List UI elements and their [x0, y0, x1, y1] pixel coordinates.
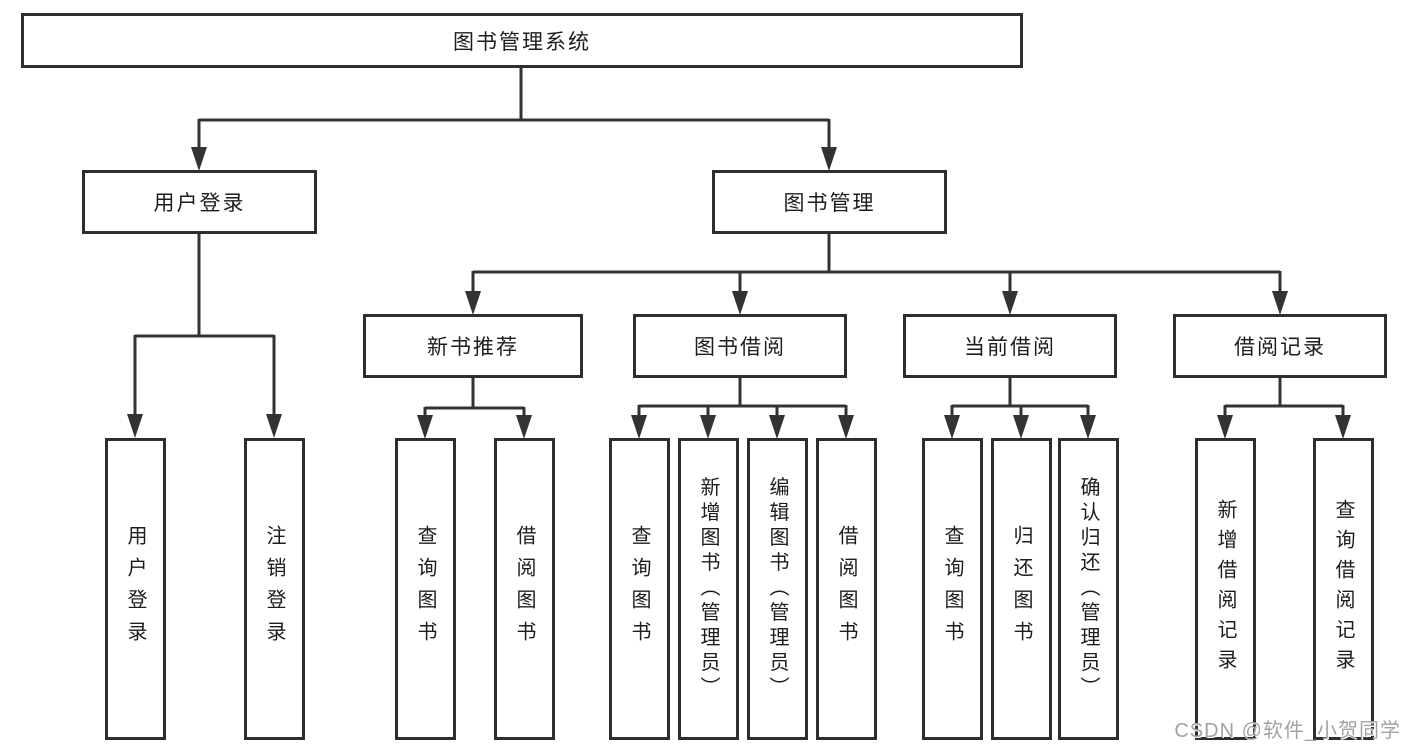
node-library-management-system: 图书管理系统 — [21, 13, 1023, 68]
node-book-management: 图书管理 — [712, 170, 947, 234]
leaf-current-confirm-return-admin-label: 确认归还（管理员） — [1077, 476, 1099, 702]
leaf-current-confirm-return-admin: 确认归还（管理员） — [1058, 438, 1119, 740]
leaf-borrow-borrow-books-label: 借阅图书 — [835, 525, 857, 653]
leaf-borrow-query-books: 查询图书 — [609, 438, 670, 740]
node-current-borrow: 当前借阅 — [903, 314, 1117, 378]
leaf-borrow-query-books-label: 查询图书 — [628, 525, 650, 653]
leaf-current-query-books: 查询图书 — [922, 438, 983, 740]
csdn-watermark: CSDN @软件_小贺同学 — [1174, 720, 1401, 742]
leaf-current-query-books-label: 查询图书 — [941, 525, 963, 653]
leaf-user-login: 用户登录 — [105, 438, 166, 740]
leaf-newbook-query-books: 查询图书 — [395, 438, 456, 740]
leaf-current-return-books-label: 归还图书 — [1010, 525, 1032, 653]
node-book-borrow: 图书借阅 — [633, 314, 847, 378]
leaf-borrow-add-books-admin: 新增图书（管理员） — [678, 438, 739, 740]
leaf-logout-label: 注销登录 — [263, 525, 285, 653]
leaf-user-login-label: 用户登录 — [124, 525, 146, 653]
leaf-borrow-borrow-books: 借阅图书 — [816, 438, 877, 740]
leaf-records-add: 新增借阅记录 — [1195, 438, 1256, 740]
node-borrow-records: 借阅记录 — [1173, 314, 1387, 378]
leaf-newbook-borrow-books: 借阅图书 — [494, 438, 555, 740]
leaf-current-return-books: 归还图书 — [991, 438, 1052, 740]
leaf-logout: 注销登录 — [244, 438, 305, 740]
arrowhead-group — [127, 147, 1351, 439]
node-new-book-recommend: 新书推荐 — [363, 314, 583, 378]
leaf-borrow-edit-books-admin-label: 编辑图书（管理员） — [766, 476, 788, 702]
leaf-records-query-label: 查询借阅记录 — [1332, 499, 1354, 679]
node-user-login: 用户登录 — [82, 170, 317, 234]
leaf-borrow-edit-books-admin: 编辑图书（管理员） — [747, 438, 808, 740]
leaf-newbook-borrow-books-label: 借阅图书 — [513, 525, 535, 653]
leaf-borrow-add-books-admin-label: 新增图书（管理员） — [697, 476, 719, 702]
leaf-records-query: 查询借阅记录 — [1313, 438, 1374, 740]
leaf-newbook-query-books-label: 查询图书 — [414, 525, 436, 653]
leaf-records-add-label: 新增借阅记录 — [1214, 499, 1236, 679]
